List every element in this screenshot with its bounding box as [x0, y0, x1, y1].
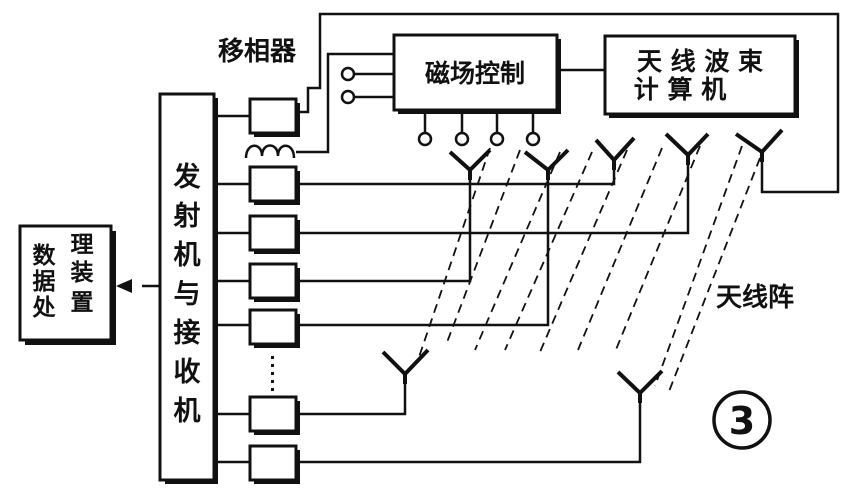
- phase-shifter-box: [248, 214, 298, 252]
- phase-shifter-label: 移相器: [218, 37, 297, 67]
- connection-lines: [142, 12, 840, 464]
- data-link-arrow: [116, 279, 132, 293]
- phase-shifter-box: [248, 308, 298, 346]
- control-output-terminal: [489, 131, 505, 147]
- beam-computer-label-line1: 天 线 波 束: [637, 47, 764, 76]
- control-input-terminal: [340, 89, 356, 105]
- svg-text:发: 发: [173, 161, 201, 193]
- antenna-icon: [594, 136, 636, 170]
- beam-computer-box: [603, 34, 797, 116]
- figure-number-circle: [712, 390, 772, 450]
- transceiver-label: 发 射 机 与 接 收 机: [173, 161, 201, 427]
- antennas: [381, 128, 784, 403]
- antenna-icon: [734, 128, 784, 162]
- svg-text:与: 与: [174, 279, 201, 310]
- data-processor-box: [18, 224, 113, 342]
- svg-text:数: 数: [33, 243, 57, 269]
- antenna-icon: [523, 148, 570, 180]
- control-output-terminal: [454, 131, 470, 147]
- control-output-terminal: [525, 131, 541, 147]
- phase-shifter-box: [248, 262, 298, 300]
- feed-line-6: [296, 393, 642, 464]
- antenna-icon: [616, 369, 664, 403]
- feed-line-1: [296, 160, 616, 186]
- svg-text:据: 据: [33, 269, 56, 295]
- feed-line-4: [296, 170, 550, 327]
- ellipsis-dots: [271, 356, 274, 391]
- phase-shifter-box: [248, 395, 298, 433]
- antenna-array-label: 天线阵: [716, 283, 794, 313]
- feed-line-5: [296, 374, 407, 416]
- transceiver-box: [158, 92, 216, 482]
- svg-text:收: 收: [174, 357, 201, 388]
- magnetic-control-box: [392, 33, 559, 112]
- coil-icon: [244, 144, 296, 159]
- svg-text:置: 置: [71, 290, 94, 316]
- phase-shifter-box: [248, 444, 298, 482]
- svg-text:机: 机: [174, 240, 201, 271]
- svg-text:接: 接: [174, 318, 201, 349]
- phase-shifter-box: [248, 97, 298, 135]
- svg-text:装: 装: [71, 260, 94, 286]
- phase-shifter-boxes: [248, 97, 298, 482]
- antenna-icon: [448, 148, 492, 180]
- feedback-loop-line: [296, 12, 840, 194]
- coil-link-line: [296, 52, 394, 154]
- beam-dashes: [417, 145, 761, 395]
- svg-text:理: 理: [71, 232, 94, 258]
- box-shadows: [254, 103, 300, 484]
- data-processor-label: 数 据 处 理 装 置: [32, 232, 94, 321]
- svg-text:机: 机: [174, 396, 201, 427]
- svg-text:射: 射: [173, 201, 201, 232]
- terminals: [340, 66, 541, 147]
- beam-computer-label-line2: 计 算 机: [634, 75, 726, 104]
- feed-line-2: [296, 155, 690, 235]
- control-input-terminal: [340, 66, 356, 82]
- control-output-terminal: [417, 131, 433, 147]
- antenna-icon: [664, 132, 710, 165]
- antenna-icon: [381, 348, 430, 384]
- phase-shifter-box: [248, 165, 298, 203]
- figure-number: 3: [729, 399, 755, 443]
- feed-line-3: [296, 170, 472, 283]
- svg-text:处: 处: [32, 295, 56, 321]
- magnetic-control-label: 磁场控制: [425, 59, 525, 88]
